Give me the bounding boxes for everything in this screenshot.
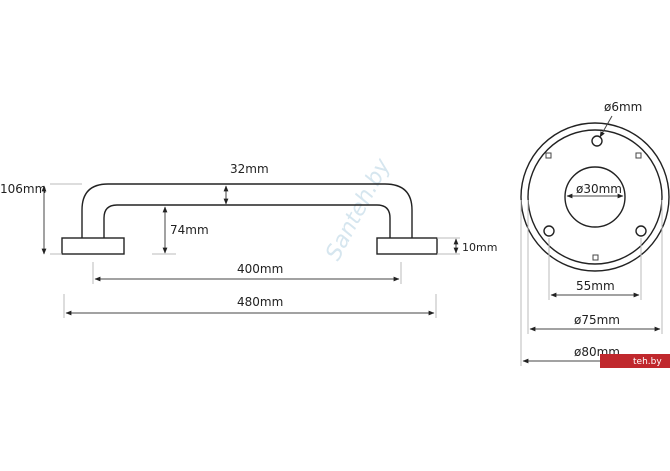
- screw-hole-right: [635, 225, 647, 237]
- total-height-label: 106mm: [0, 182, 46, 196]
- plate-diameter-label: ø75mm: [574, 313, 620, 327]
- side-view: 106mm 32mm 74mm 10mm 400mm 480mm: [0, 162, 497, 318]
- tube-diameter-label: 32mm: [230, 162, 269, 176]
- center-hole-circle: [564, 166, 626, 228]
- marker-square: [592, 254, 599, 261]
- badge-background: [600, 354, 670, 368]
- screw-hole-label: ø6mm: [604, 100, 642, 114]
- left-base-plate: [61, 237, 125, 255]
- marker-square: [545, 152, 552, 159]
- base-thickness-label: 10mm: [462, 241, 497, 254]
- center-hole-label: ø30mm: [576, 182, 622, 196]
- screw-hole-leader: [599, 115, 613, 138]
- plate-circle: [527, 129, 663, 265]
- screw-hole-top: [591, 135, 603, 147]
- center-distance-label: 400mm: [237, 262, 283, 276]
- hole-spacing-label: 55mm: [576, 279, 615, 293]
- inner-height-label: 74mm: [170, 223, 209, 237]
- front-view: ø6mm ø30mm 55mm ø75mm ø80mm: [520, 100, 670, 366]
- tube-inner-outline: [103, 204, 391, 238]
- tube-outer-outline: [81, 183, 413, 238]
- watermark-text: Santeh.by: [321, 154, 396, 265]
- badge-text: teh.by: [633, 357, 662, 367]
- marker-square: [635, 152, 642, 159]
- screw-hole-left: [543, 225, 555, 237]
- cover-outer-circle: [520, 122, 670, 272]
- right-base-plate: [376, 237, 438, 255]
- site-badge: teh.by: [600, 354, 670, 368]
- total-length-label: 480mm: [237, 295, 283, 309]
